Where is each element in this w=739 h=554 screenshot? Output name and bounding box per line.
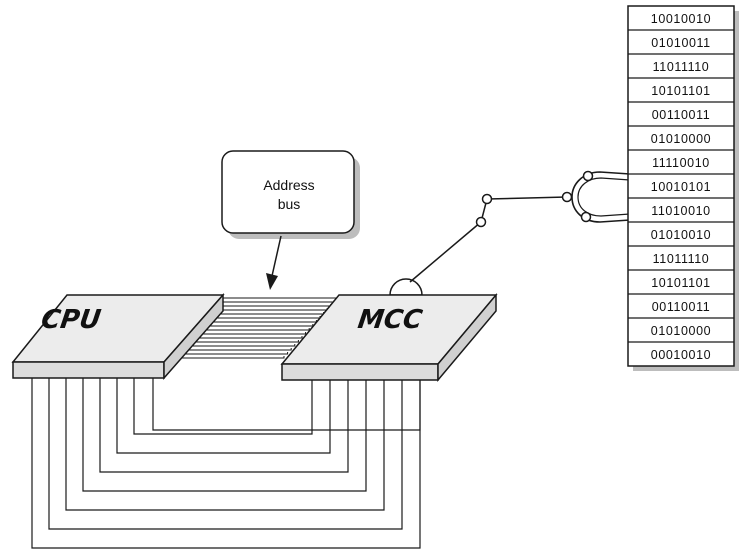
cpu-chip: CPU (11, 293, 225, 380)
memory-word: 01010000 (651, 132, 711, 146)
mcc-chip-front (281, 363, 439, 381)
wire-loop (82, 378, 367, 492)
memory-word: 11110010 (652, 156, 710, 170)
memory-word: 00010010 (651, 348, 711, 362)
bus-line (189, 332, 307, 335)
wire-loop (116, 378, 331, 454)
callout-arrowhead (266, 273, 278, 290)
bus-line (214, 304, 332, 307)
memory-word: 01010000 (651, 324, 711, 338)
wire-loop (152, 378, 421, 431)
memory-access-arm (409, 170, 631, 283)
memory-word: 11011110 (653, 252, 710, 266)
arm-segment-2 (486, 196, 568, 200)
arm-gripper-joint-bottom (580, 211, 592, 223)
mcc-arm-joint (389, 278, 423, 296)
control-wire-loops (31, 378, 421, 549)
cpu-chip-front (12, 361, 165, 379)
callout-text-line1: Address (263, 177, 314, 193)
bus-line (181, 340, 299, 343)
wire-loop (99, 378, 349, 473)
bus-line (192, 328, 310, 331)
mcc-label: MCC (356, 305, 424, 335)
arm-segment-1 (409, 221, 482, 283)
arm-joint-upper (481, 193, 493, 205)
memory-word: 00110011 (652, 108, 711, 122)
memory-word: 10101101 (651, 84, 711, 98)
wire-loop (31, 378, 421, 549)
callout-box (221, 150, 355, 234)
memory-word: 01010011 (651, 36, 711, 50)
address-bus-callout: Address bus (221, 150, 360, 290)
bus-line (171, 352, 289, 355)
bus-line (196, 324, 314, 327)
arm-joint-lower (475, 216, 487, 228)
memory-word: 11010010 (651, 204, 711, 218)
memory-word: 00110011 (652, 300, 711, 314)
bus-line (207, 312, 325, 315)
arm-gripper-inner (577, 177, 631, 217)
bus-line (203, 316, 321, 319)
memory-word: 10101101 (651, 276, 711, 290)
memory-word: 10010101 (651, 180, 711, 194)
callout-pointer (271, 235, 282, 277)
mcc-chip-side (437, 292, 497, 383)
bus-line (178, 344, 296, 347)
bus-line (217, 300, 335, 303)
memory-table: 10010010 01010011 11011110 10101101 00110011… (627, 5, 739, 371)
memory-word: 01010010 (651, 228, 711, 242)
mcc-chip: MCC (280, 278, 498, 383)
cpu-chip-side (163, 293, 224, 380)
bus-line (221, 296, 339, 299)
bus-line (167, 356, 285, 359)
memory-word: 11011110 (653, 60, 710, 74)
arm-gripper-joint-top (582, 170, 594, 182)
wire-loop (65, 378, 385, 511)
memory-word: 10010010 (651, 12, 711, 26)
bus-line (174, 348, 292, 351)
bus-line (185, 336, 303, 339)
arm-gripper-joint-mid (561, 191, 573, 203)
bus-line (199, 320, 317, 323)
wire-loop (133, 378, 313, 435)
bus-line (210, 308, 328, 311)
wire-loop (48, 378, 403, 530)
memory-table-frame (627, 5, 735, 367)
cpu-label: CPU (39, 305, 102, 335)
callout-text-line2: bus (278, 196, 301, 212)
